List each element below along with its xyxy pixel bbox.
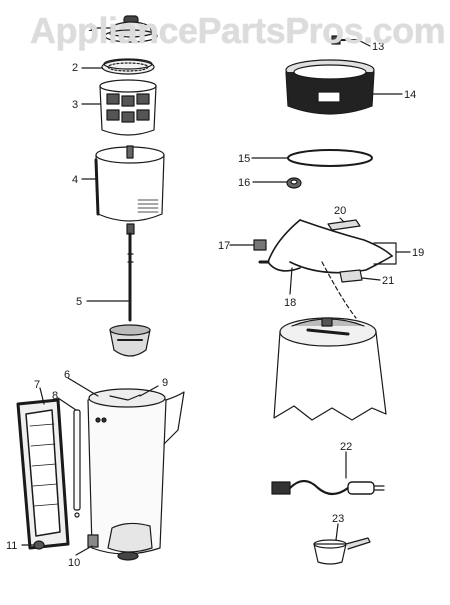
callout-7: 7 — [34, 379, 40, 391]
callout-23: 23 — [332, 513, 344, 525]
part-4-basket-cup — [94, 145, 165, 222]
leader-9 — [139, 385, 159, 397]
part-5-pump-stem — [109, 223, 151, 357]
callout-8: 8 — [52, 390, 58, 402]
callout-4: 4 — [72, 174, 78, 186]
part-3-filter-basket — [99, 79, 157, 136]
part-23-scoop — [313, 537, 371, 565]
part-17-thermostat — [253, 239, 267, 251]
callout-21: 21 — [382, 275, 394, 287]
callout-1: 1 — [88, 22, 94, 34]
part-13-screw — [331, 35, 359, 45]
callout-15: 15 — [238, 153, 250, 165]
leader-10 — [75, 545, 93, 556]
part-22-power-cord — [271, 479, 385, 496]
callout-13: 13 — [372, 41, 384, 53]
part-8-gauge-tube — [73, 409, 81, 518]
leader-19-bracket — [373, 242, 397, 265]
part-2-basket-cover — [101, 58, 155, 75]
leader-8 — [57, 397, 77, 411]
part-7-handle — [16, 398, 70, 550]
part-14-base-ring — [285, 59, 375, 115]
callout-10: 10 — [68, 557, 80, 569]
part-11-grommet — [33, 540, 45, 550]
callout-17: 17 — [218, 240, 230, 252]
callout-22: 22 — [340, 441, 352, 453]
leader-7 — [39, 387, 45, 405]
leader-21 — [361, 277, 381, 281]
leader-6 — [67, 377, 99, 397]
leader-23 — [335, 523, 339, 541]
part-10-connector — [87, 534, 99, 548]
callout-19: 19 — [412, 247, 424, 259]
part-19-wiring — [258, 219, 393, 319]
part-6-percolator-body — [87, 388, 185, 561]
callout-11: 11 — [6, 540, 17, 552]
part-21-bracket — [339, 269, 363, 283]
part-20-terminal-clip — [327, 219, 361, 231]
part-9-lid-opening — [109, 394, 141, 401]
callout-5: 5 — [76, 296, 82, 308]
callout-18: 18 — [284, 297, 296, 309]
callout-16: 16 — [238, 177, 250, 189]
part-16-nut — [286, 177, 302, 189]
callout-14: 14 — [404, 89, 416, 101]
leader-20 — [339, 217, 345, 223]
callout-3: 3 — [72, 99, 78, 111]
part-18-wire-lead — [289, 267, 293, 295]
callout-9: 9 — [162, 377, 168, 389]
leader-13 — [357, 39, 371, 47]
callout-6: 6 — [64, 369, 70, 381]
callout-2: 2 — [72, 62, 78, 74]
callout-20: 20 — [334, 205, 346, 217]
base-housing — [273, 317, 387, 421]
part-1-cover-knob — [104, 15, 158, 43]
part-15-gasket — [287, 149, 373, 167]
